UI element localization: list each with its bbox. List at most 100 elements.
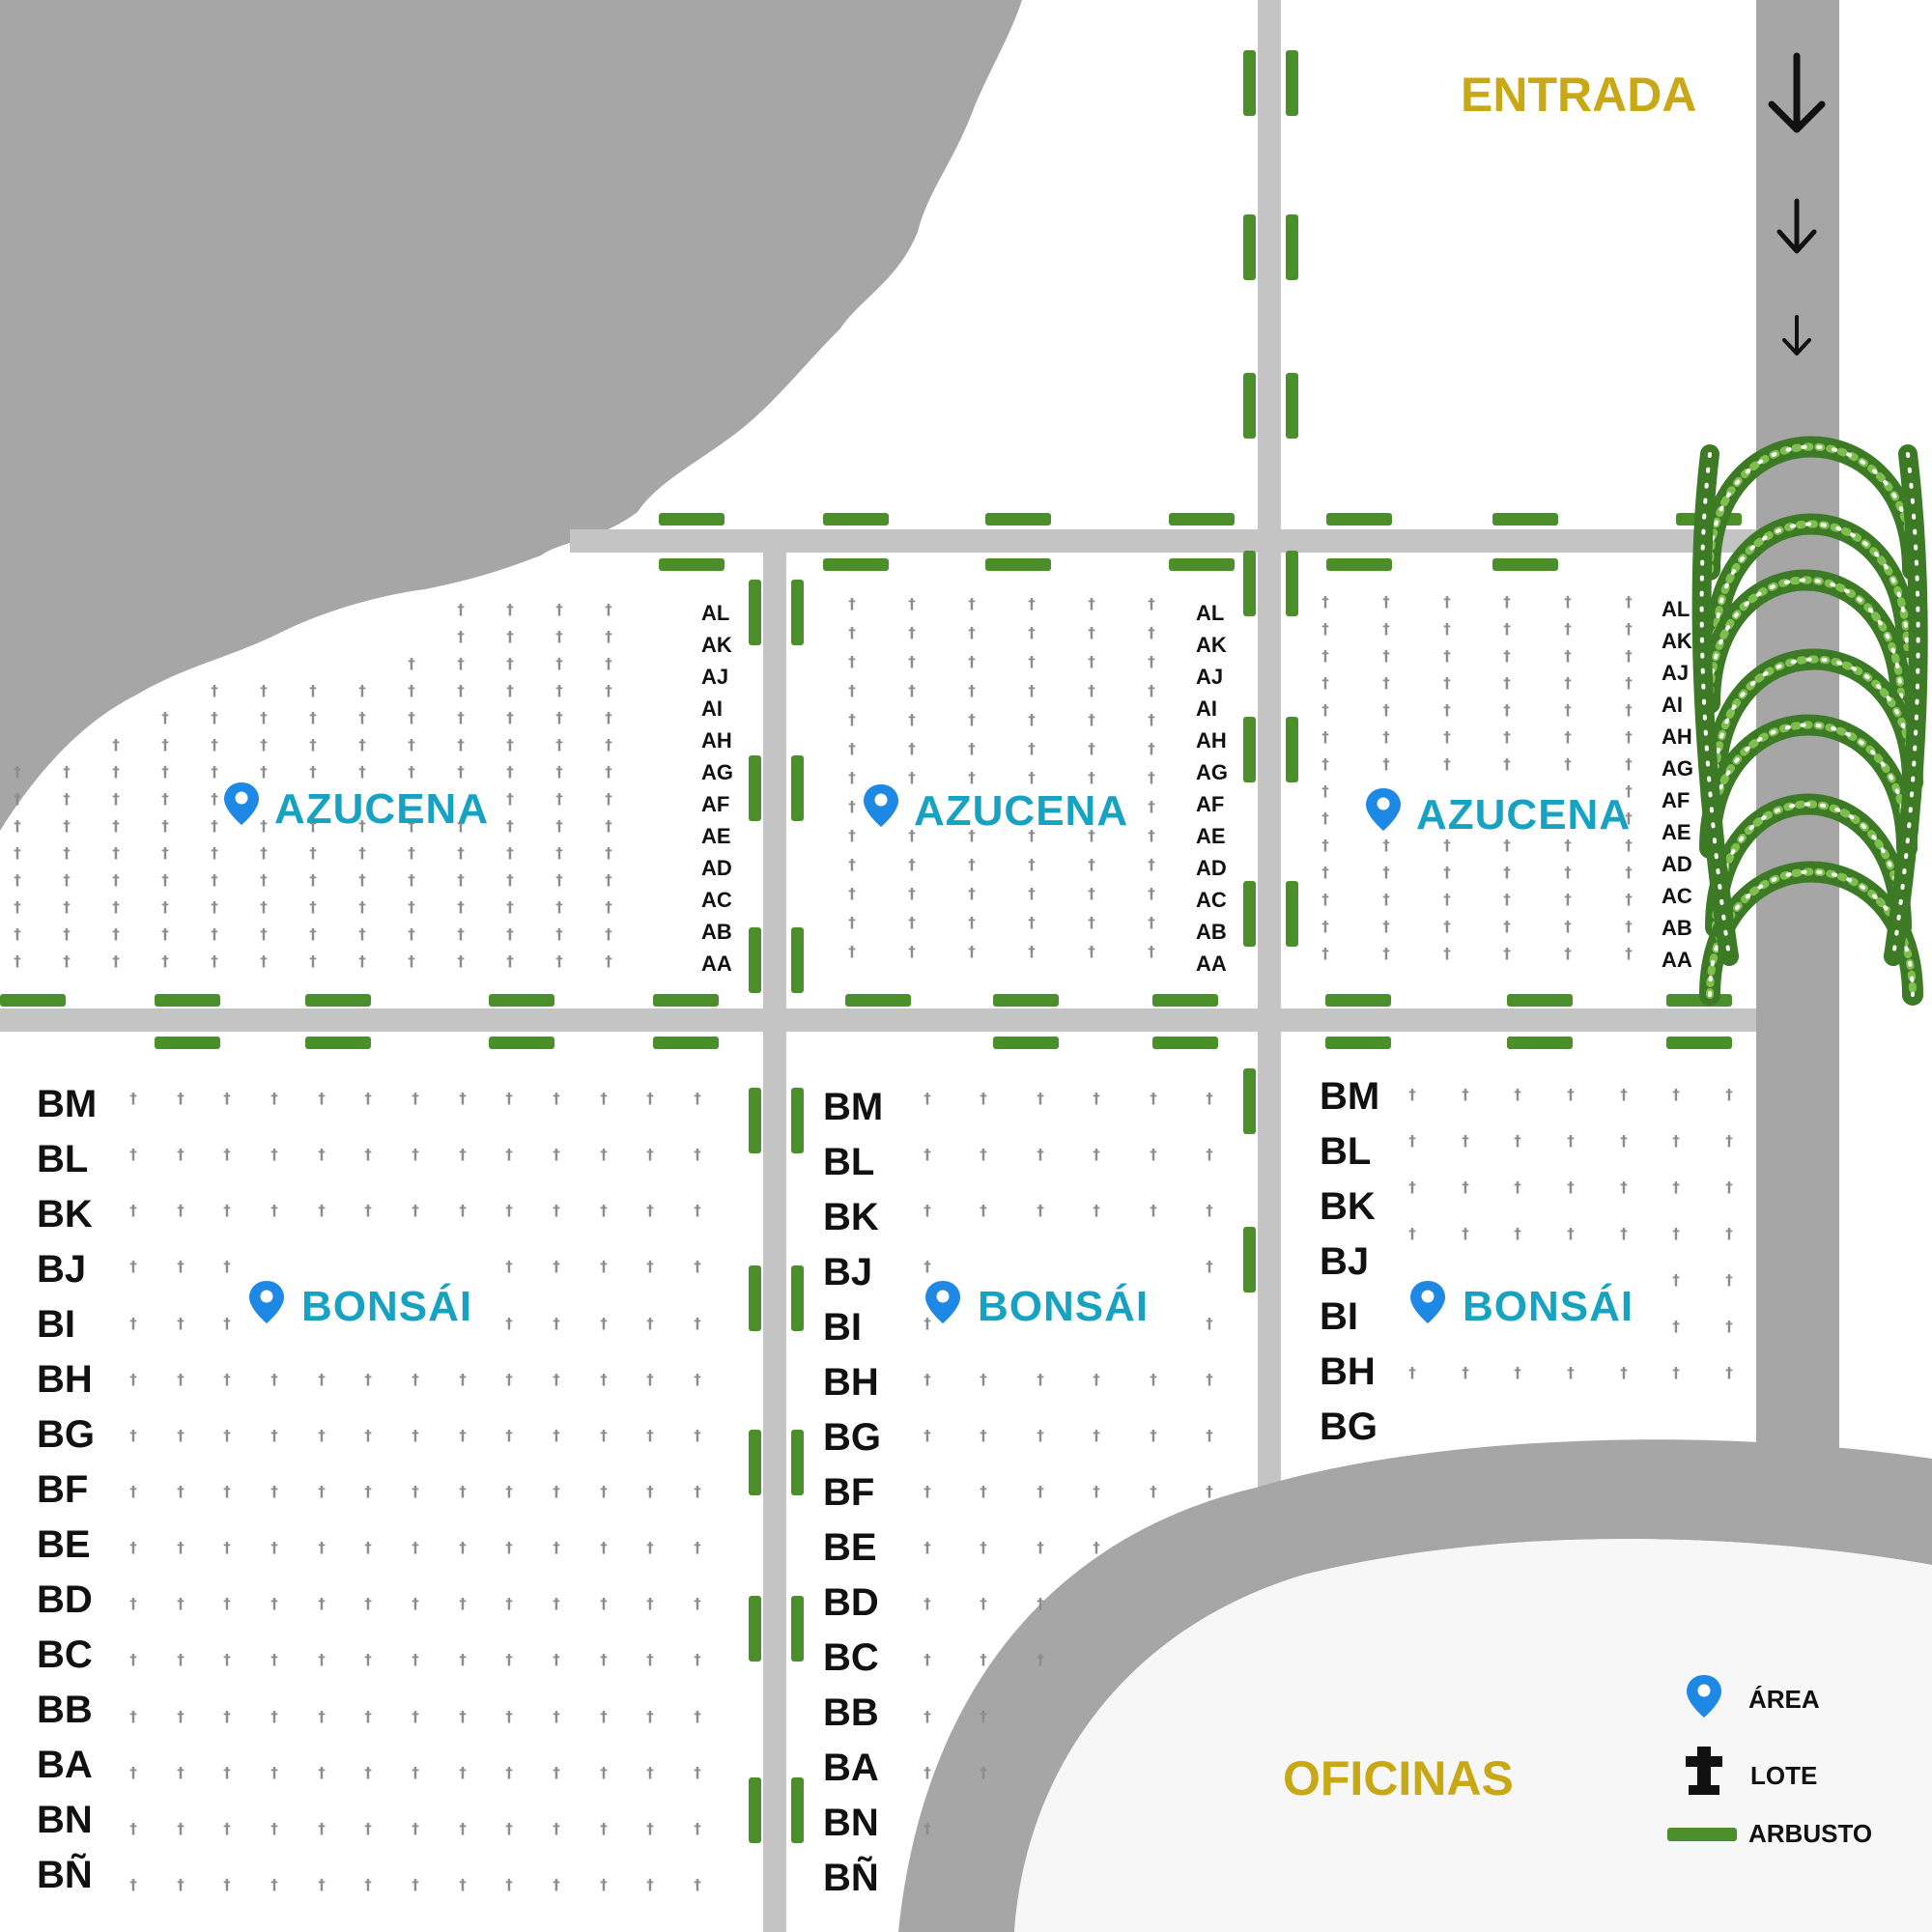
lot[interactable]: † bbox=[505, 1820, 513, 1837]
lot[interactable]: † bbox=[1028, 769, 1036, 786]
lot[interactable]: † bbox=[459, 1651, 467, 1668]
area-azucena-3[interactable]: AZUCENA bbox=[1366, 788, 1631, 838]
lot[interactable]: † bbox=[505, 1202, 513, 1219]
lot[interactable]: † bbox=[1620, 1086, 1628, 1103]
lot[interactable]: † bbox=[646, 1539, 654, 1556]
lot[interactable]: † bbox=[459, 1539, 467, 1556]
lot[interactable]: † bbox=[506, 925, 514, 943]
lot[interactable]: † bbox=[318, 1764, 326, 1781]
lot[interactable]: † bbox=[968, 885, 976, 902]
lot[interactable]: † bbox=[1503, 728, 1511, 746]
lot[interactable]: † bbox=[553, 1427, 560, 1444]
lot[interactable]: † bbox=[309, 952, 317, 970]
lot[interactable]: † bbox=[1206, 1146, 1213, 1163]
lot[interactable]: † bbox=[211, 871, 218, 889]
lot[interactable]: † bbox=[1037, 1146, 1044, 1163]
lot[interactable]: † bbox=[364, 1146, 372, 1163]
lot[interactable]: † bbox=[980, 1651, 987, 1668]
lot[interactable]: † bbox=[1567, 1086, 1575, 1103]
lot[interactable]: † bbox=[63, 925, 71, 943]
lot[interactable]: † bbox=[1672, 1086, 1680, 1103]
lot[interactable]: † bbox=[459, 1483, 467, 1500]
lot[interactable]: † bbox=[1088, 943, 1095, 960]
lot[interactable]: † bbox=[270, 1371, 278, 1388]
lot[interactable]: † bbox=[223, 1708, 231, 1725]
lot[interactable]: † bbox=[1443, 701, 1451, 719]
lot[interactable]: † bbox=[923, 1764, 931, 1781]
lot[interactable]: † bbox=[129, 1202, 137, 1219]
lot[interactable]: † bbox=[318, 1651, 326, 1668]
lot[interactable]: † bbox=[63, 844, 71, 862]
lot[interactable]: † bbox=[457, 736, 465, 753]
lot[interactable]: † bbox=[318, 1820, 326, 1837]
lot[interactable]: † bbox=[14, 898, 21, 916]
lot[interactable]: † bbox=[112, 817, 120, 835]
lot[interactable]: † bbox=[506, 871, 514, 889]
lot[interactable]: † bbox=[270, 1539, 278, 1556]
lot[interactable]: † bbox=[1382, 701, 1390, 719]
lot[interactable]: † bbox=[412, 1090, 419, 1107]
lot[interactable]: † bbox=[505, 1427, 513, 1444]
lot[interactable]: † bbox=[1564, 755, 1572, 773]
lot[interactable]: † bbox=[309, 682, 317, 699]
lot[interactable]: † bbox=[1725, 1132, 1733, 1150]
offices-label[interactable]: OFICINAS bbox=[1283, 1751, 1514, 1805]
lot[interactable]: † bbox=[1321, 891, 1329, 908]
lot[interactable]: † bbox=[694, 1764, 701, 1781]
lot[interactable]: † bbox=[694, 1202, 701, 1219]
lot[interactable]: † bbox=[1150, 1146, 1157, 1163]
lot[interactable]: † bbox=[1206, 1258, 1213, 1275]
lot[interactable]: † bbox=[223, 1146, 231, 1163]
lot[interactable]: † bbox=[1514, 1225, 1521, 1242]
lot[interactable]: † bbox=[694, 1708, 701, 1725]
lot[interactable]: † bbox=[412, 1651, 419, 1668]
lot[interactable]: † bbox=[1443, 620, 1451, 638]
lot[interactable]: † bbox=[506, 952, 514, 970]
lot[interactable]: † bbox=[968, 624, 976, 641]
lot[interactable]: † bbox=[1088, 682, 1095, 699]
lot[interactable]: † bbox=[1620, 1179, 1628, 1196]
lot[interactable]: † bbox=[646, 1427, 654, 1444]
lot[interactable]: † bbox=[1408, 1132, 1416, 1150]
lot[interactable]: † bbox=[600, 1708, 608, 1725]
lot[interactable]: † bbox=[646, 1202, 654, 1219]
lot[interactable]: † bbox=[177, 1315, 185, 1332]
lot[interactable]: † bbox=[1503, 701, 1511, 719]
lot[interactable]: † bbox=[923, 1315, 931, 1332]
lot[interactable]: † bbox=[223, 1315, 231, 1332]
lot[interactable]: † bbox=[1321, 620, 1329, 638]
lot[interactable]: † bbox=[177, 1371, 185, 1388]
lot[interactable]: † bbox=[1088, 740, 1095, 757]
lot[interactable]: † bbox=[1150, 1427, 1157, 1444]
lot[interactable]: † bbox=[1148, 856, 1155, 873]
lot[interactable]: † bbox=[923, 1539, 931, 1556]
lot[interactable]: † bbox=[1620, 1132, 1628, 1150]
lot[interactable]: † bbox=[1382, 864, 1390, 881]
lot[interactable]: † bbox=[506, 790, 514, 808]
lot[interactable]: † bbox=[1321, 810, 1329, 827]
lot[interactable]: † bbox=[129, 1371, 137, 1388]
lot[interactable]: † bbox=[1037, 1595, 1044, 1612]
lot[interactable]: † bbox=[459, 1876, 467, 1893]
lot[interactable]: † bbox=[968, 653, 976, 670]
lot[interactable]: † bbox=[923, 1371, 931, 1388]
lot[interactable]: † bbox=[177, 1539, 185, 1556]
lot[interactable]: † bbox=[1037, 1483, 1044, 1500]
lot[interactable]: † bbox=[270, 1876, 278, 1893]
lot[interactable]: † bbox=[211, 790, 218, 808]
lot[interactable]: † bbox=[555, 628, 563, 645]
lot[interactable]: † bbox=[1150, 1202, 1157, 1219]
lot[interactable]: † bbox=[1672, 1179, 1680, 1196]
lot[interactable]: † bbox=[506, 628, 514, 645]
lot[interactable]: † bbox=[1037, 1202, 1044, 1219]
lot[interactable]: † bbox=[309, 736, 317, 753]
lot[interactable]: † bbox=[1321, 728, 1329, 746]
lot[interactable]: † bbox=[505, 1708, 513, 1725]
lot[interactable]: † bbox=[63, 898, 71, 916]
lot[interactable]: † bbox=[1028, 653, 1036, 670]
lot[interactable]: † bbox=[553, 1146, 560, 1163]
lot[interactable]: † bbox=[161, 709, 169, 726]
lot[interactable]: † bbox=[1672, 1318, 1680, 1335]
lot[interactable]: † bbox=[646, 1258, 654, 1275]
lot[interactable]: † bbox=[459, 1708, 467, 1725]
